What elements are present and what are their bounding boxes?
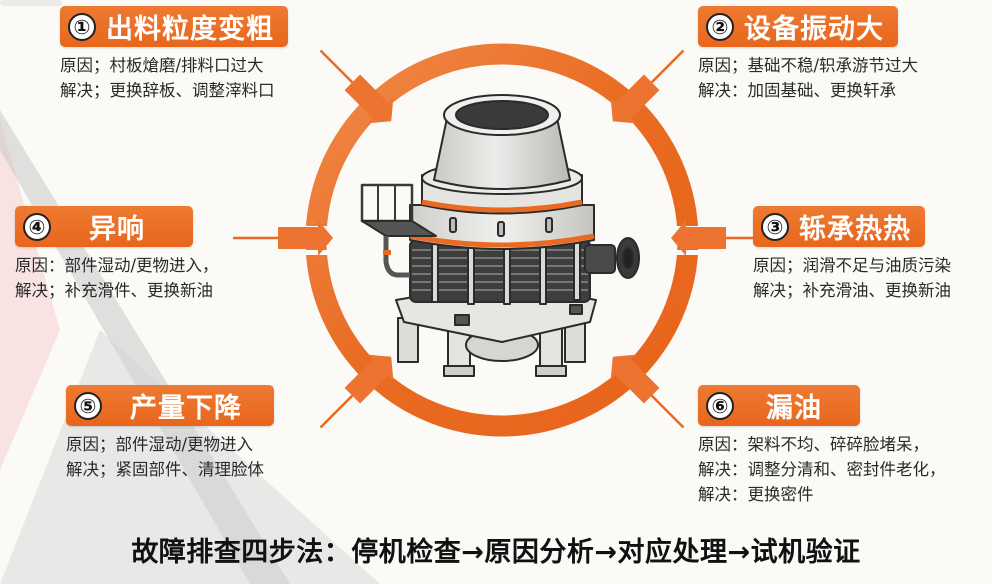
fault-solution-extra: 解决：更换密件	[698, 485, 814, 504]
fault-cause: 原因；部件湿动/更物进入	[66, 435, 254, 454]
fault-title: 产量下降	[130, 393, 242, 424]
fault-solution: 解决；补充滑件、更换新油	[15, 281, 213, 300]
number-badge: ②	[706, 12, 734, 41]
number-badge: ③	[761, 212, 789, 241]
arrow-icon-bottom-right	[610, 354, 685, 429]
troubleshooting-steps-footer: 故障排查四步法：停机检查→原因分析→对应处理→试机验证	[131, 537, 861, 568]
arrow-icon-left	[233, 220, 333, 256]
fault-solution: 解决；更换辞板、调整滓料口	[60, 81, 275, 100]
fault-title-tag: ⑤ 产量下降	[66, 385, 274, 426]
fault-title-tag: ④ 异响	[15, 206, 193, 247]
fault-cause: 原因：架料不均、碎碎脸堵呆，	[698, 435, 929, 454]
fault-cause: 原因；基础不稳/轵承游节过大	[698, 56, 919, 75]
fault-cause: 原因：部件湿动/更物进入，	[15, 256, 219, 275]
fault-title: 漏油	[766, 393, 822, 424]
fault-title-tag: ⑥ 漏油	[698, 385, 860, 426]
fault-cause: 原因；润滑不足与油质污染	[753, 256, 951, 275]
fault-title: 异响	[89, 214, 145, 245]
fault-title: 设备振动大	[744, 14, 884, 45]
fault-title-tag: ③ 轹承热热	[753, 206, 925, 247]
number-badge: ⑤	[74, 391, 102, 420]
fault-card-3: ③ 轹承热热 原因；润滑不足与油质污染 解决；补充滑油、更换新油	[753, 206, 951, 303]
fault-cause: 原因；村板熗磨/排料口过大	[60, 56, 264, 75]
arrow-icon-top-left	[319, 49, 394, 124]
arrow-icon-top-right	[610, 49, 685, 124]
fault-solution: 解决；补充滑油、更换新油	[753, 281, 951, 300]
fault-card-6: ⑥ 漏油 原因：架料不均、碎碎脸堵呆， 解决：调整分清和、密封件老化， 解决：更…	[698, 385, 946, 507]
fault-title: 轹承热热	[799, 214, 911, 245]
cone-crusher-icon	[360, 94, 640, 377]
fault-card-1: ① 出料粒度变粗 原因；村板熗磨/排料口过大 解决；更换辞板、调整滓料口	[60, 6, 288, 103]
fault-solution: 解决：调整分清和、密封件老化，	[698, 460, 946, 479]
fault-card-5: ⑤ 产量下降 原因；部件湿动/更物进入 解决；紧固部件、清理脸体	[66, 385, 274, 482]
number-badge: ⑥	[706, 391, 734, 420]
fault-title: 出料粒度变粗	[106, 14, 274, 45]
number-badge: ④	[23, 212, 51, 241]
fault-title-tag: ① 出料粒度变粗	[60, 6, 288, 47]
fault-card-4: ④ 异响 原因：部件湿动/更物进入， 解决；补充滑件、更换新油	[15, 206, 219, 303]
fault-solution: 解决：加固基础、更换轩承	[698, 81, 896, 100]
fault-card-2: ② 设备振动大 原因；基础不稳/轵承游节过大 解决：加固基础、更换轩承	[698, 6, 918, 103]
fault-title-tag: ② 设备振动大	[698, 6, 898, 47]
fault-solution: 解决；紧固部件、清理脸体	[66, 460, 264, 479]
top-left-fragment	[0, 0, 62, 6]
arrow-icon-bottom-left	[319, 354, 394, 429]
number-badge: ①	[68, 12, 96, 41]
